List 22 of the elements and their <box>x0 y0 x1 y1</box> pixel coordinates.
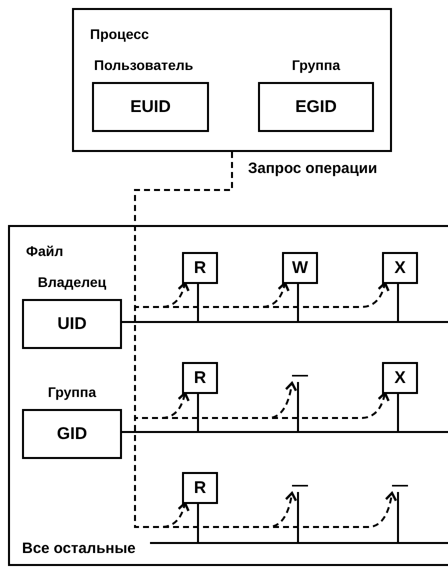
no-permission-mark: — <box>392 478 408 494</box>
box-caption: Пользователь <box>94 56 194 75</box>
box-caption: Владелец <box>38 273 106 292</box>
permission-box: R <box>182 362 218 394</box>
connector-line <box>150 492 399 544</box>
permission-box: R <box>182 252 218 284</box>
box-caption: Группа <box>292 56 340 75</box>
request-arrow <box>134 152 397 528</box>
no-permission-mark: — <box>292 478 308 494</box>
permission-box: X <box>382 362 418 394</box>
box-caption: Группа <box>48 383 96 402</box>
box-title: Файл <box>26 242 64 261</box>
permission-box: X <box>382 252 418 284</box>
permission-box: R <box>182 472 218 504</box>
box-title: Процесс <box>90 25 149 44</box>
no-permission-mark: — <box>292 368 308 384</box>
row-label: Все остальные <box>22 538 152 560</box>
connector-line <box>120 392 399 433</box>
connector-line <box>120 282 399 323</box>
permission-box: W <box>282 252 318 284</box>
process-box <box>72 8 392 152</box>
file-frame <box>8 225 448 566</box>
